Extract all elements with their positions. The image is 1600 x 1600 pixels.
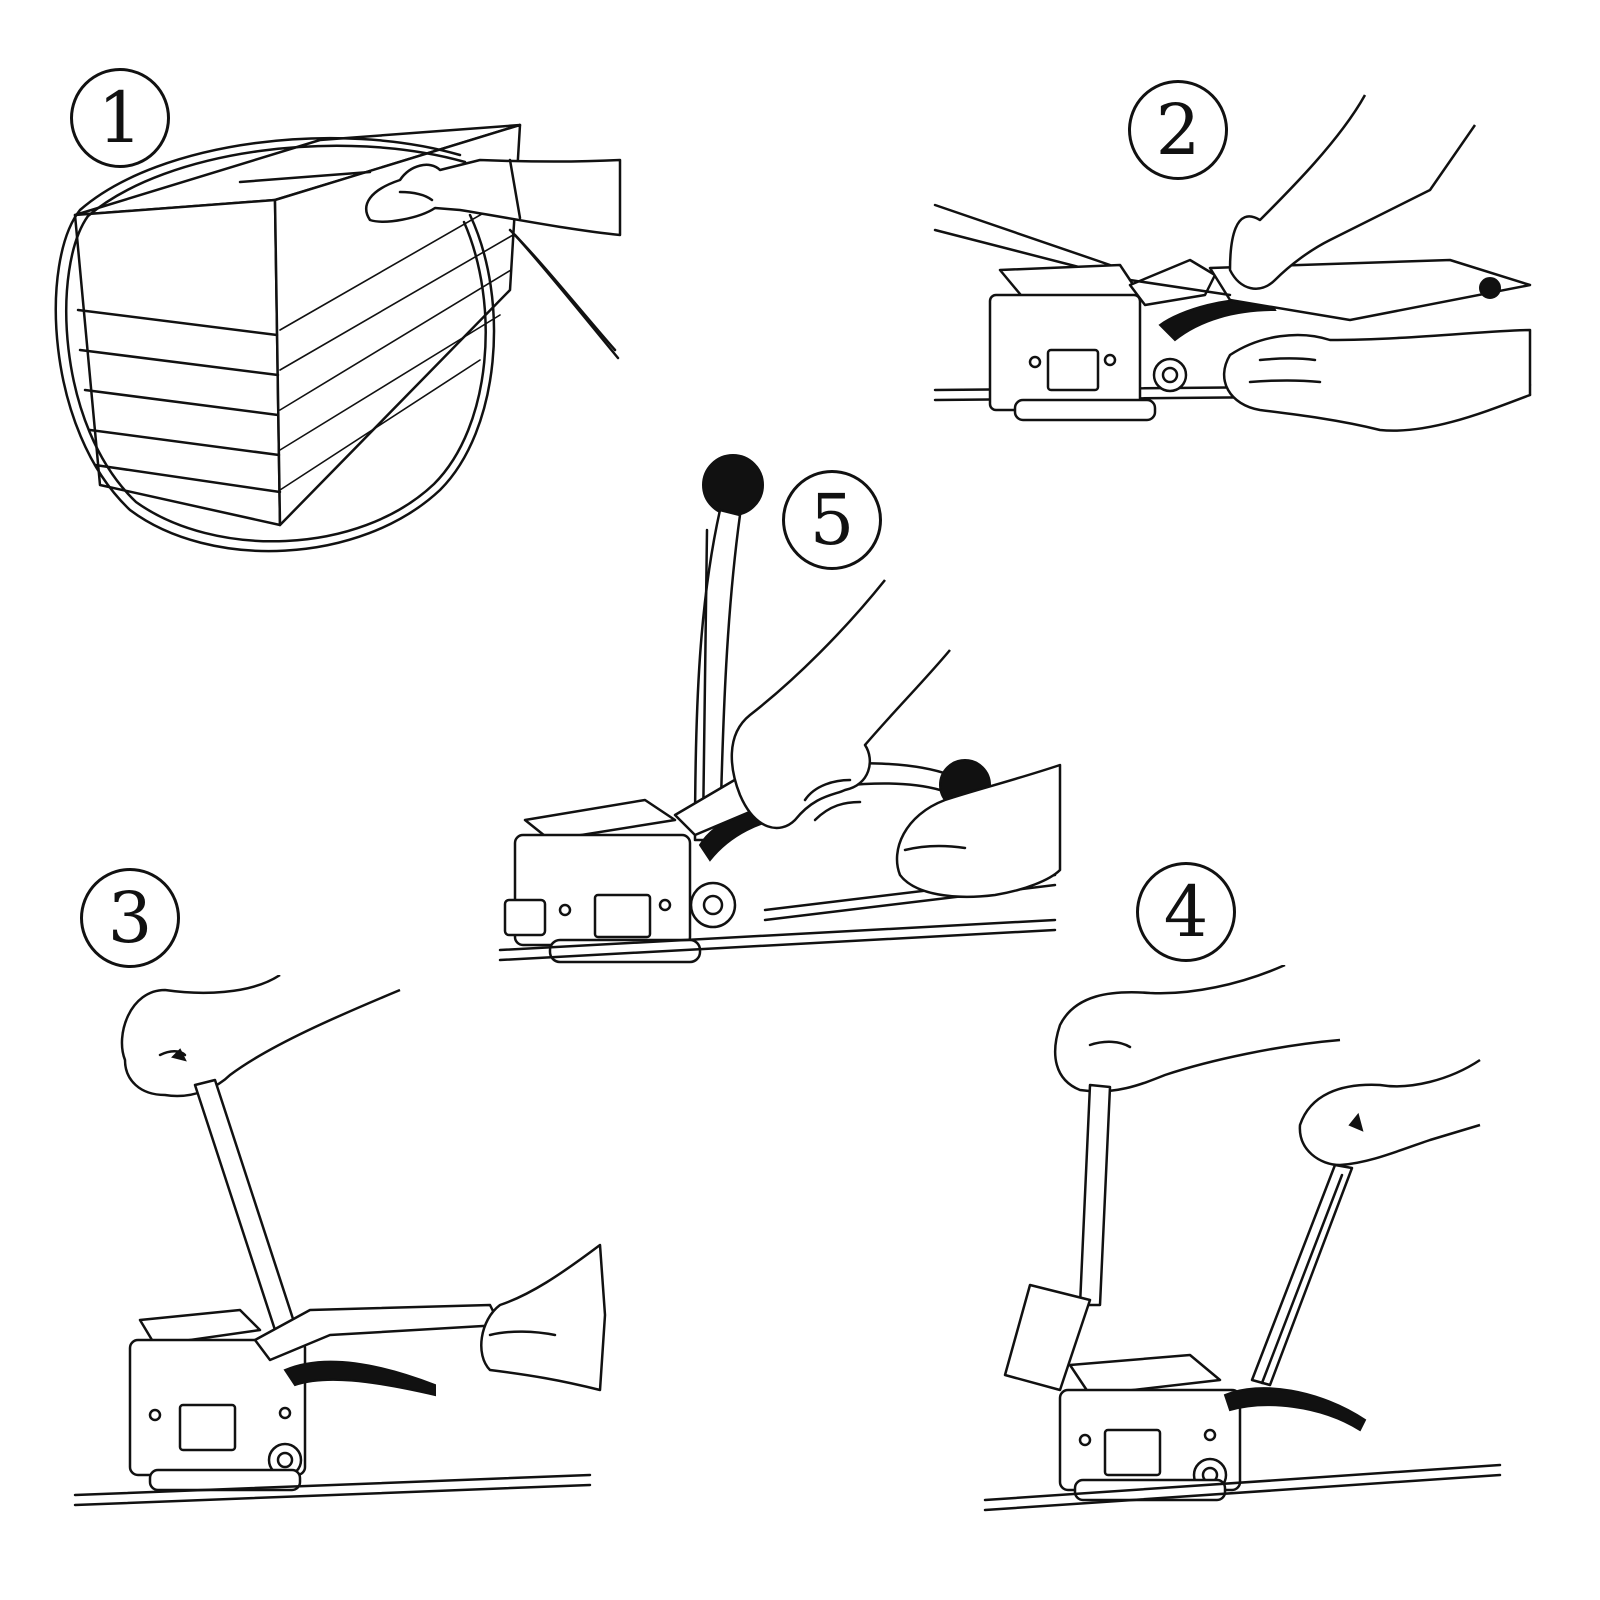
- left-hand-on-lever: [1055, 965, 1340, 1091]
- hands: [732, 580, 1060, 897]
- right-hand-on-lever: [1300, 1060, 1480, 1165]
- hand-on-lever: [122, 975, 400, 1096]
- step-2-number: 2: [1128, 80, 1228, 180]
- strapping-tool: [990, 260, 1530, 420]
- step-4-illustration: [980, 965, 1570, 1525]
- right-lever: [1252, 1165, 1352, 1385]
- hands: [1224, 95, 1530, 431]
- strap-loop: [56, 138, 618, 551]
- hand-on-handle: [481, 1245, 605, 1390]
- step-5-illustration: [495, 450, 1075, 990]
- step-3-illustration: [70, 975, 630, 1525]
- step-4-number: 4: [1136, 862, 1236, 962]
- step-2-illustration: [930, 90, 1560, 460]
- strapping-tool: [130, 1305, 500, 1490]
- box-drawing: [75, 125, 520, 525]
- step-5-number: 5: [782, 470, 882, 570]
- step-1-illustration: [40, 100, 640, 580]
- hand-holding-strap: [366, 160, 620, 235]
- step-3-number: 3: [80, 868, 180, 968]
- strap-lines: [75, 1475, 590, 1505]
- left-lever: [1005, 1085, 1110, 1390]
- strap-lines: [985, 1465, 1500, 1510]
- vertical-lever: [195, 1080, 295, 1330]
- step-1-number: 1: [70, 68, 170, 168]
